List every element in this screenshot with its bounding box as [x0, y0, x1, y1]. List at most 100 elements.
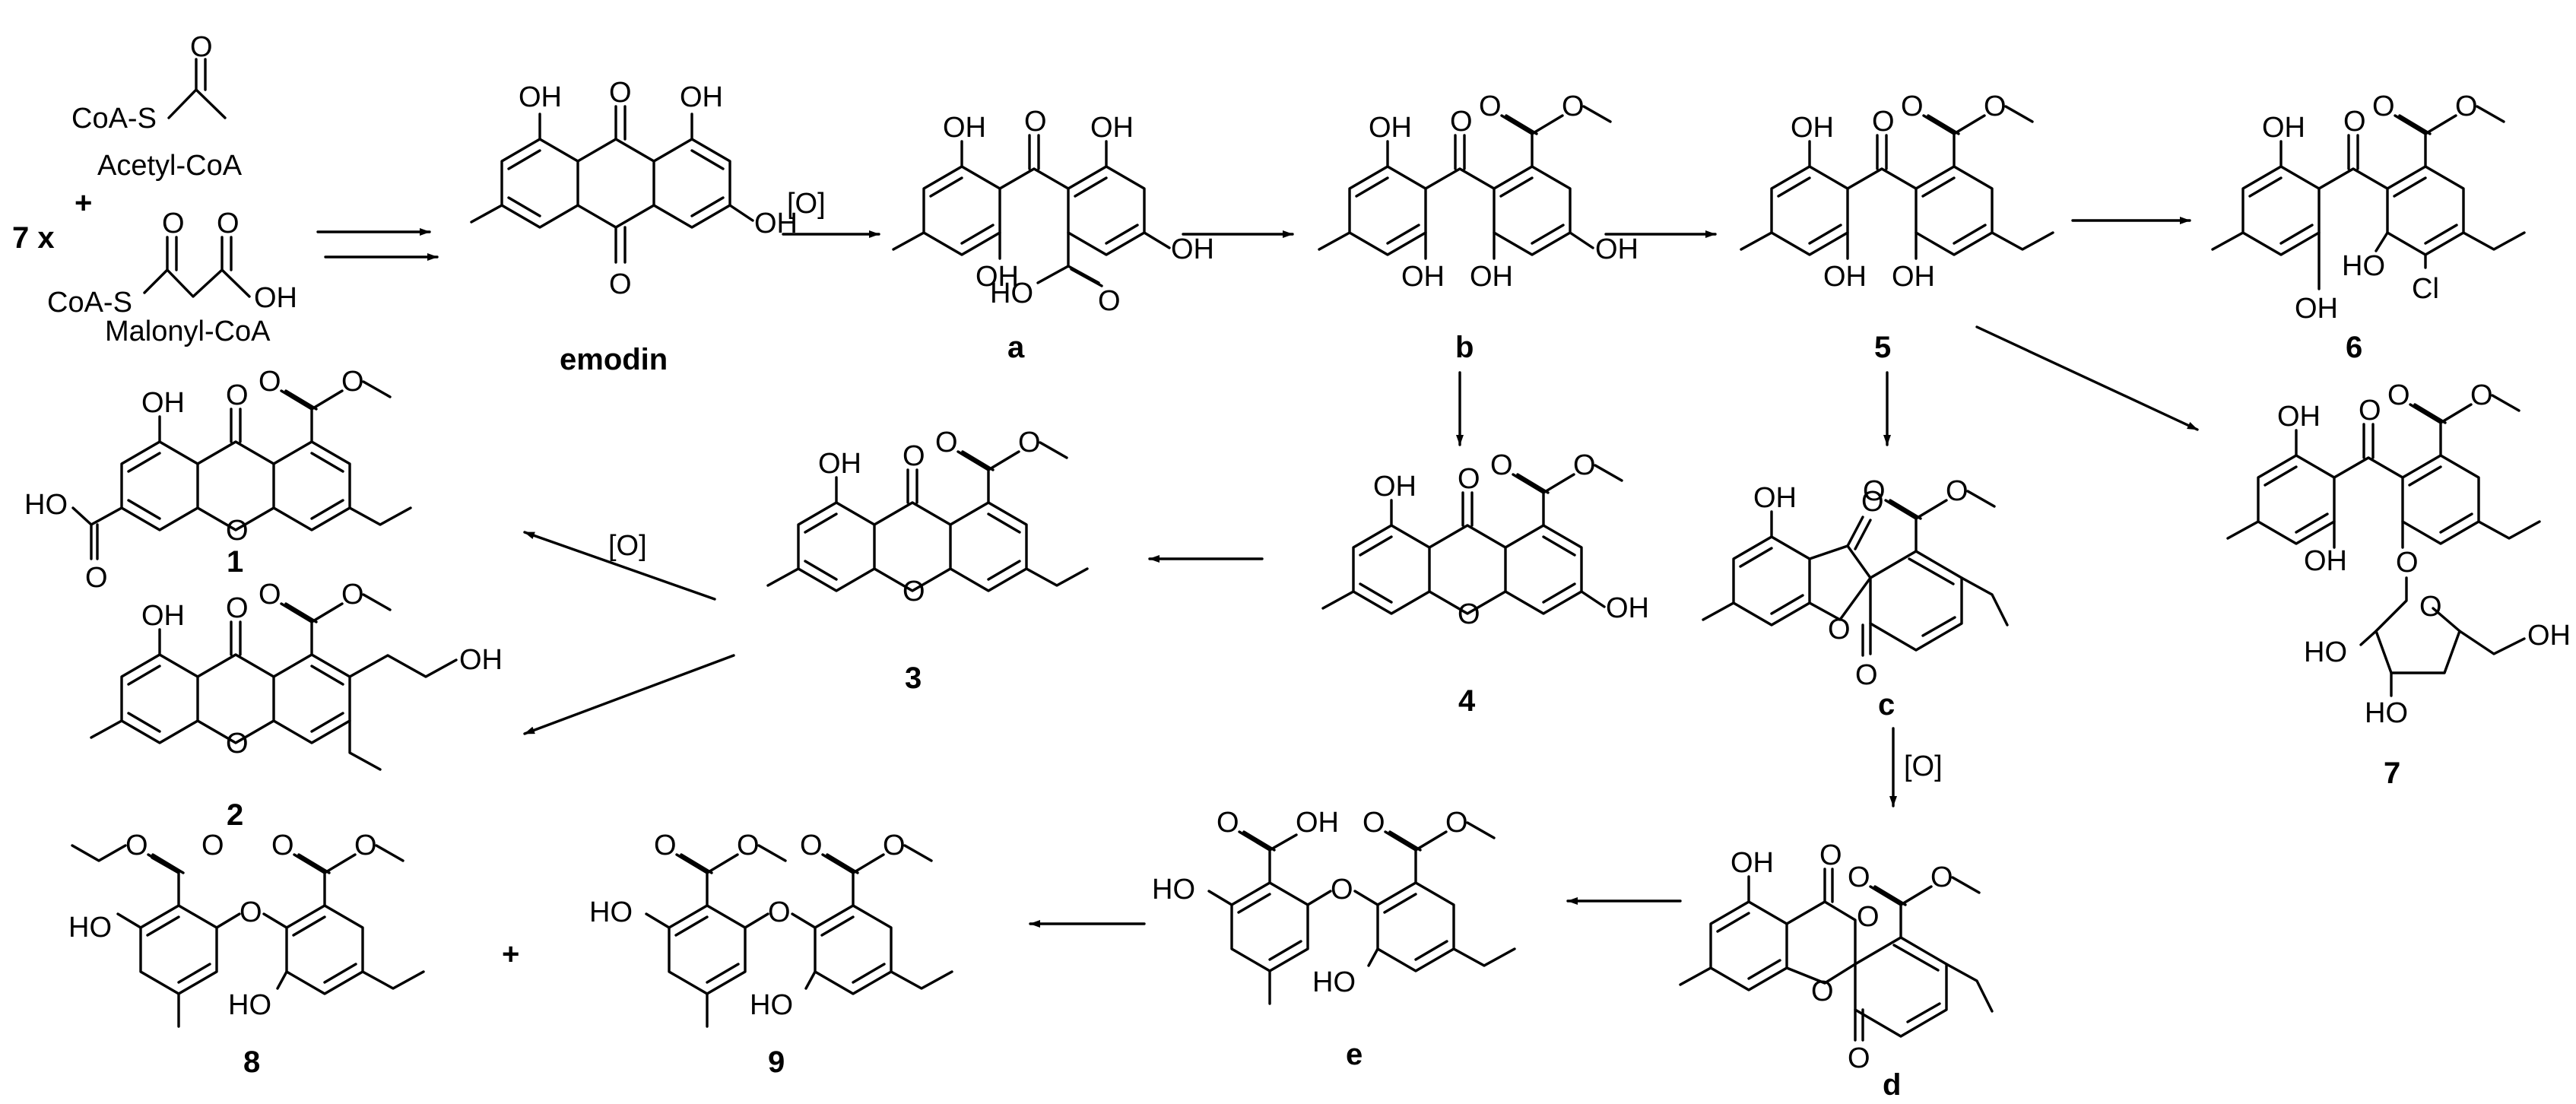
compound-c-structure: O O O OH O O c — [1702, 475, 2009, 722]
7-ketone-o: O — [2359, 395, 2381, 427]
stoichiometry-multiplier: 7 x — [12, 221, 55, 255]
label-5: 5 — [1874, 331, 1891, 364]
arrow-5-to-7 — [1975, 325, 2199, 431]
8-ester2-o: O — [354, 830, 377, 861]
malonyl-coa-oxygen-1: O — [162, 208, 185, 240]
9-ester1-o: O — [737, 830, 760, 861]
1-carbonyl-o: O — [226, 379, 249, 411]
b-oh-3: OH — [1470, 261, 1513, 293]
emodin-structure: O O OH OH OH emodin — [470, 77, 798, 376]
label-6: 6 — [2346, 331, 2362, 364]
a-oh-2: OH — [1090, 112, 1134, 144]
compound-2-structure: O O OH OH O O 2 — [90, 579, 503, 832]
8-ester1-carbonyl-o: O — [201, 830, 224, 861]
6-ketone-o: O — [2343, 106, 2366, 138]
7-sugar-oh-2: HO — [2365, 697, 2408, 729]
label-d: d — [1883, 1068, 1901, 1102]
label-7: 7 — [2384, 757, 2400, 790]
5-ester-o: O — [1984, 90, 2007, 122]
5-ester-carbonyl-o: O — [1901, 90, 1924, 122]
9-ester1-carbonyl-o: O — [654, 830, 677, 861]
compound-7-structure: O OH OH O O O O HO HO OH 7 — [2226, 379, 2571, 790]
2-ester-carbonyl-o: O — [259, 579, 281, 611]
3-ester-o: O — [1018, 427, 1041, 458]
condition-oxidation-1: [O] — [787, 188, 826, 220]
compound-4-structure: O O OH OH O O 4 — [1321, 449, 1649, 718]
1-ring-o: O — [226, 515, 249, 547]
6-oh-1: OH — [2262, 112, 2305, 144]
6-ester-carbonyl-o: O — [2372, 90, 2395, 122]
6-oh-2: OH — [2295, 293, 2338, 325]
b-oh-2: OH — [1401, 261, 1445, 293]
1-acid-ho: HO — [24, 489, 68, 521]
label-8: 8 — [243, 1045, 260, 1079]
5-oh-1: OH — [1791, 112, 1834, 144]
4-ring-o: O — [1458, 598, 1480, 630]
label-a: a — [1007, 331, 1025, 364]
e-oh-1: HO — [1152, 874, 1195, 906]
2-oh-1: OH — [141, 600, 185, 632]
compound-1-structure: O O OH O O HO O 1 — [24, 366, 412, 594]
8-ether-o: O — [240, 896, 262, 928]
c-ketone-o: O — [1861, 486, 1884, 518]
condition-oxidation-3: [O] — [1904, 750, 1943, 782]
label-9: 9 — [768, 1045, 785, 1079]
5-ketone-o: O — [1872, 106, 1895, 138]
d-ester-o: O — [1930, 861, 1953, 893]
3-carbonyl-o: O — [903, 440, 925, 472]
malonyl-coa-group-label: CoA-S — [47, 287, 132, 319]
malonyl-coa-oxygen-2: O — [217, 208, 240, 240]
c-enone-o: O — [1855, 659, 1878, 691]
acetyl-coa-group-label: CoA-S — [71, 103, 157, 135]
1-ester-carbonyl-o: O — [259, 366, 281, 398]
b-oh-1: OH — [1369, 112, 1412, 144]
7-sugar-oh-3: OH — [2527, 620, 2571, 652]
9-oh-2: HO — [750, 989, 793, 1021]
d-enone-o: O — [1848, 1042, 1870, 1074]
2-carbonyl-o: O — [226, 592, 249, 624]
5-oh-2: OH — [1823, 261, 1867, 293]
label-3: 3 — [905, 661, 922, 695]
1-acid-o: O — [85, 562, 108, 594]
7-ester-o: O — [2470, 379, 2493, 411]
4-ester-carbonyl-o: O — [1490, 449, 1513, 481]
a-ketone-o: O — [1024, 106, 1047, 138]
e-acid-oh: OH — [1296, 807, 1339, 839]
6-oh-3: HO — [2342, 250, 2385, 282]
label-emodin: emodin — [560, 343, 668, 376]
1-ester-o: O — [341, 366, 364, 398]
d-ester-carbonyl-o: O — [1848, 861, 1870, 893]
7-glycoside-o: O — [2396, 547, 2419, 579]
2-oh-side: OH — [459, 644, 503, 676]
8-oh-2: HO — [228, 989, 271, 1021]
7-sugar-oh-1: HO — [2304, 636, 2347, 668]
4-carbonyl-o: O — [1458, 463, 1480, 495]
8-ester1-o: O — [125, 830, 148, 861]
compound-5-structure: O OH OH OH O O 5 — [1740, 90, 2054, 364]
compound-3-structure: O O OH O O 3 — [766, 427, 1089, 695]
compound-e-structure: O HO O OH HO O O e — [1152, 807, 1516, 1071]
arrow-3-to-2 — [523, 654, 735, 735]
malonyl-coa-structure: CoA-S O O OH Malonyl-CoA — [47, 208, 297, 347]
arrow-3-to-1 — [523, 531, 716, 601]
6-ester-o: O — [2455, 90, 2478, 122]
a-acid-ho: HO — [990, 278, 1033, 309]
d-lactone-carbonyl-o: O — [1819, 839, 1842, 871]
9-oh-1: HO — [589, 896, 633, 928]
d-lactone-o: O — [1857, 901, 1880, 933]
b-ester-carbonyl-o: O — [1479, 90, 1502, 122]
d-oh-1: OH — [1731, 847, 1774, 879]
8-ester2-carbonyl-o: O — [271, 830, 294, 861]
9-ester2-carbonyl-o: O — [800, 830, 823, 861]
label-4: 4 — [1458, 684, 1476, 718]
5-oh-3: OH — [1892, 261, 1935, 293]
9-ester2-o: O — [883, 830, 906, 861]
d-ring-o: O — [1811, 976, 1834, 1007]
7-sugar-ring-o: O — [2419, 591, 2442, 623]
e-ester-o: O — [1445, 807, 1468, 839]
7-oh-1: OH — [2277, 401, 2321, 433]
c-ring-o: O — [1828, 614, 1851, 646]
c-ester-o: O — [1946, 475, 1968, 507]
3-ester-carbonyl-o: O — [935, 427, 958, 458]
a-oh-3: OH — [976, 261, 1019, 293]
